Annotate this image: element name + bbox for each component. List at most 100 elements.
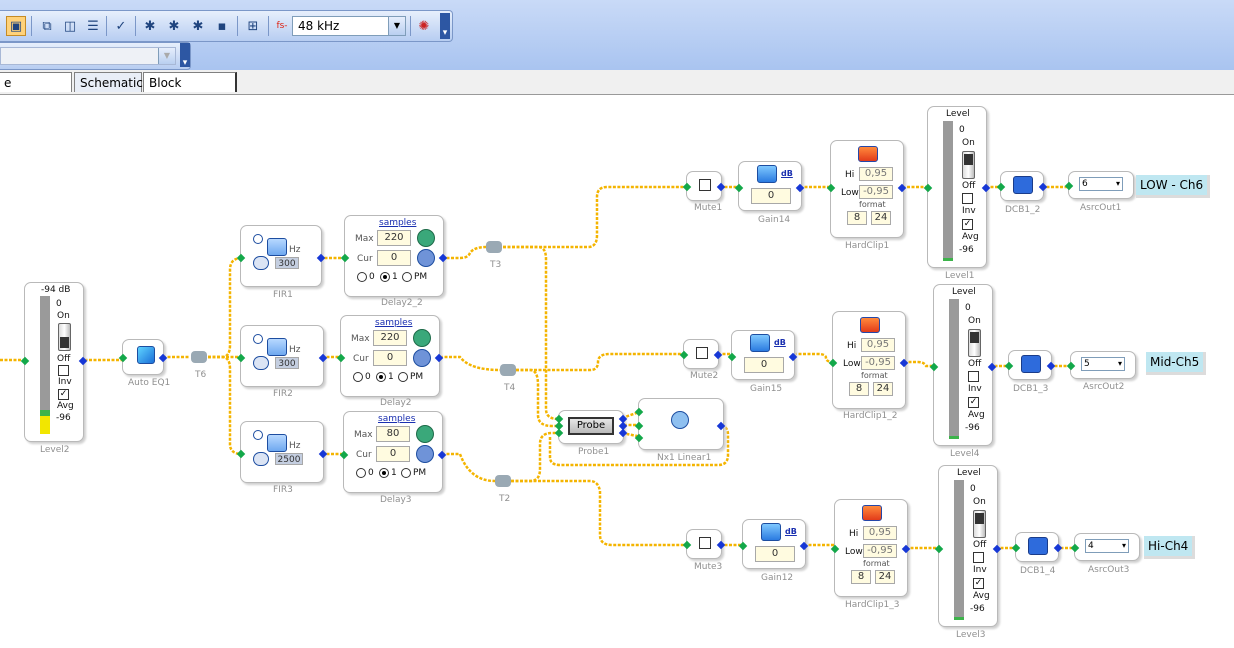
invert-checkbox[interactable]: [968, 371, 979, 382]
hi-threshold-field[interactable]: 0,95: [859, 167, 893, 181]
dc-blocker-block[interactable]: [1004, 350, 1056, 380]
hardclip-block[interactable]: Hi 0,95 Low -0,95 format 8 24: [826, 140, 907, 238]
samples-link[interactable]: samples: [379, 218, 417, 228]
gain-field[interactable]: 0: [744, 357, 784, 373]
mute-block[interactable]: [682, 529, 726, 559]
adjust-icon[interactable]: [416, 425, 434, 443]
tile-horizontal-icon[interactable]: ◫: [63, 18, 77, 34]
radio-0[interactable]: [356, 468, 366, 478]
format-integer-field[interactable]: 8: [851, 570, 871, 584]
toolbar-grip[interactable]: ▾: [440, 13, 450, 39]
radio-1[interactable]: [380, 272, 390, 282]
fir-filter-block[interactable]: Hz 300: [236, 225, 326, 287]
current-delay-field[interactable]: 0: [376, 446, 410, 462]
on-off-switch[interactable]: [968, 329, 981, 357]
current-delay-field[interactable]: 0: [373, 350, 407, 366]
toolbar-combo[interactable]: ▼: [0, 47, 176, 65]
invert-checkbox[interactable]: [973, 552, 984, 563]
level-meter-block[interactable]: Level 0 On Off Inv ✓ Avg -96: [934, 465, 1002, 627]
dc-blocker-block[interactable]: [1011, 532, 1063, 562]
hierarchy-icon[interactable]: ⊞: [247, 18, 259, 34]
on-off-switch[interactable]: [58, 323, 71, 351]
tab-schematic[interactable]: Schematic: [74, 72, 143, 92]
tap-node[interactable]: [495, 475, 511, 487]
tap-node[interactable]: [191, 351, 207, 363]
toolbar-grip[interactable]: ▾: [180, 43, 190, 68]
link-icon[interactable]: [253, 356, 269, 370]
format-integer-field[interactable]: 8: [849, 382, 869, 396]
radio-0[interactable]: [357, 272, 367, 282]
low-threshold-field[interactable]: -0,95: [863, 544, 897, 558]
max-delay-field[interactable]: 80: [376, 426, 410, 442]
hardclip-block[interactable]: Hi 0,95 Low -0,95 format 8 24: [828, 311, 909, 409]
chevron-down-icon[interactable]: ▼: [388, 17, 405, 35]
gain-block[interactable]: dB 0: [738, 519, 809, 569]
chevron-down-icon[interactable]: ▾: [1117, 359, 1122, 368]
format-integer-field[interactable]: 8: [847, 211, 867, 225]
tap-node[interactable]: [486, 241, 502, 253]
radio-0[interactable]: [353, 372, 363, 382]
adjust-icon[interactable]: [417, 249, 435, 267]
schematic-canvas[interactable]: -94 dB 0 On Off Inv ✓ Avg -96 Level2 Aut…: [0, 95, 1234, 648]
mute-checkbox[interactable]: [696, 347, 708, 359]
level-meter-block[interactable]: Level 0 On Off Inv ✓ Avg -96: [923, 106, 991, 268]
on-off-switch[interactable]: [962, 151, 975, 179]
radio-1[interactable]: [376, 372, 386, 382]
settings-icon[interactable]: ✺: [418, 18, 430, 34]
mute-checkbox[interactable]: [699, 179, 711, 191]
mute-block[interactable]: [679, 339, 723, 369]
output-pin[interactable]: [716, 421, 726, 431]
hi-threshold-field[interactable]: 0,95: [861, 338, 895, 352]
on-off-switch[interactable]: [973, 510, 986, 538]
radio-1[interactable]: [379, 468, 389, 478]
power-icon[interactable]: [253, 334, 263, 344]
asrc-output-block[interactable]: 6▾: [1064, 171, 1134, 199]
gain-unit-link[interactable]: dB: [774, 338, 786, 347]
link-compile-icon[interactable]: ✱: [168, 18, 180, 34]
samples-link[interactable]: samples: [378, 414, 416, 424]
link-icon[interactable]: [253, 452, 269, 466]
average-checkbox[interactable]: ✓: [968, 397, 979, 408]
save-icon[interactable]: ▪: [217, 18, 227, 34]
tile-vertical-icon[interactable]: ☰: [87, 18, 99, 34]
hi-threshold-field[interactable]: 0,95: [863, 526, 897, 540]
power-icon[interactable]: [253, 430, 263, 440]
low-threshold-field[interactable]: -0,95: [859, 185, 893, 199]
radio-pm[interactable]: [401, 468, 411, 478]
radio-pm[interactable]: [402, 272, 412, 282]
invert-checkbox[interactable]: [58, 365, 69, 376]
level-meter-block[interactable]: -94 dB 0 On Off Inv ✓ Avg -96: [20, 282, 88, 442]
tab-configuration[interactable]: e Configuration: [0, 72, 85, 110]
tab-block-schematic[interactable]: Block Schematic: [143, 72, 237, 110]
average-checkbox[interactable]: ✓: [58, 389, 69, 400]
spell-check-icon[interactable]: ✓: [115, 18, 127, 34]
low-threshold-field[interactable]: -0,95: [861, 356, 895, 370]
mixer-block[interactable]: [634, 398, 726, 450]
format-fraction-field[interactable]: 24: [873, 382, 893, 396]
asrc-output-block[interactable]: 4▾: [1070, 533, 1140, 561]
adjust-icon[interactable]: [416, 445, 434, 463]
gain-field[interactable]: 0: [751, 188, 791, 204]
frequency-field[interactable]: 2500: [275, 453, 303, 465]
auto-eq-block[interactable]: [118, 339, 168, 375]
invert-checkbox[interactable]: [962, 193, 973, 204]
gain-unit-link[interactable]: dB: [781, 169, 793, 178]
hardclip-block[interactable]: Hi 0,95 Low -0,95 format 8 24: [830, 499, 911, 597]
gain-unit-link[interactable]: dB: [785, 527, 797, 536]
chevron-down-icon[interactable]: ▾: [1121, 541, 1126, 550]
copy-icon[interactable]: ⧉: [42, 18, 52, 34]
channel-select[interactable]: 6▾: [1079, 177, 1123, 191]
asrc-output-block[interactable]: 5▾: [1066, 351, 1136, 379]
frequency-field[interactable]: 300: [275, 357, 299, 369]
format-fraction-field[interactable]: 24: [875, 570, 895, 584]
compile-icon[interactable]: ✱: [144, 18, 156, 34]
channel-select[interactable]: 5▾: [1081, 357, 1125, 371]
chevron-down-icon[interactable]: ▼: [158, 48, 175, 64]
dc-blocker-block[interactable]: [996, 171, 1048, 201]
delay-block[interactable]: samples Max 220 Cur 0 0 1 PM: [340, 215, 448, 297]
adjust-icon[interactable]: [413, 349, 431, 367]
sample-rate-select[interactable]: 48 kHz ▼: [292, 16, 406, 36]
gain-field[interactable]: 0: [755, 546, 795, 562]
current-delay-field[interactable]: 0: [377, 250, 411, 266]
adjust-icon[interactable]: [417, 229, 435, 247]
